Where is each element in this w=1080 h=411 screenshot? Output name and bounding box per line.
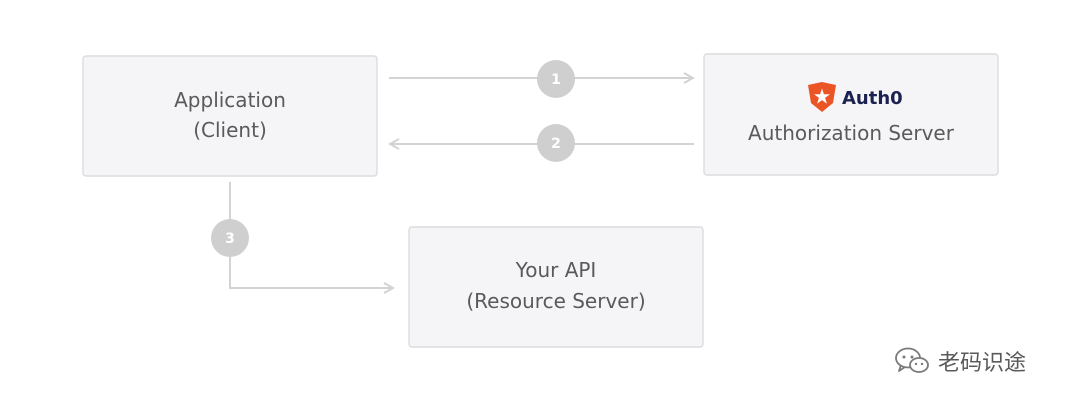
watermark: 老码识途 (894, 345, 1026, 377)
step-1-label: 1 (551, 72, 561, 88)
arrow-client-to-api (229, 182, 393, 288)
step-badge-3: 3 (211, 219, 249, 257)
api-node: Your API (Resource Server) (408, 226, 704, 348)
client-label-line1: Application (174, 88, 286, 112)
client-box (82, 55, 378, 177)
step-3-label: 3 (225, 231, 235, 247)
wechat-icon (895, 347, 929, 373)
api-box (408, 226, 704, 348)
step-badge-2: 2 (537, 124, 575, 162)
auth-server-label: Authorization Server (748, 121, 955, 145)
auth0-logo-icon (808, 82, 836, 112)
step-badge-1: 1 (537, 60, 575, 98)
auth-server-box (703, 53, 999, 176)
auth-server-node: Auth0 Authorization Server (703, 53, 999, 176)
client-label-line2: (Client) (193, 118, 267, 142)
client-node: Application (Client) (82, 55, 378, 177)
api-label-line1: Your API (515, 258, 597, 282)
step-2-label: 2 (551, 136, 561, 152)
watermark-text: 老码识途 (938, 351, 1027, 376)
auth0-brand-name: Auth0 (842, 88, 903, 109)
api-label-line2: (Resource Server) (466, 289, 645, 313)
